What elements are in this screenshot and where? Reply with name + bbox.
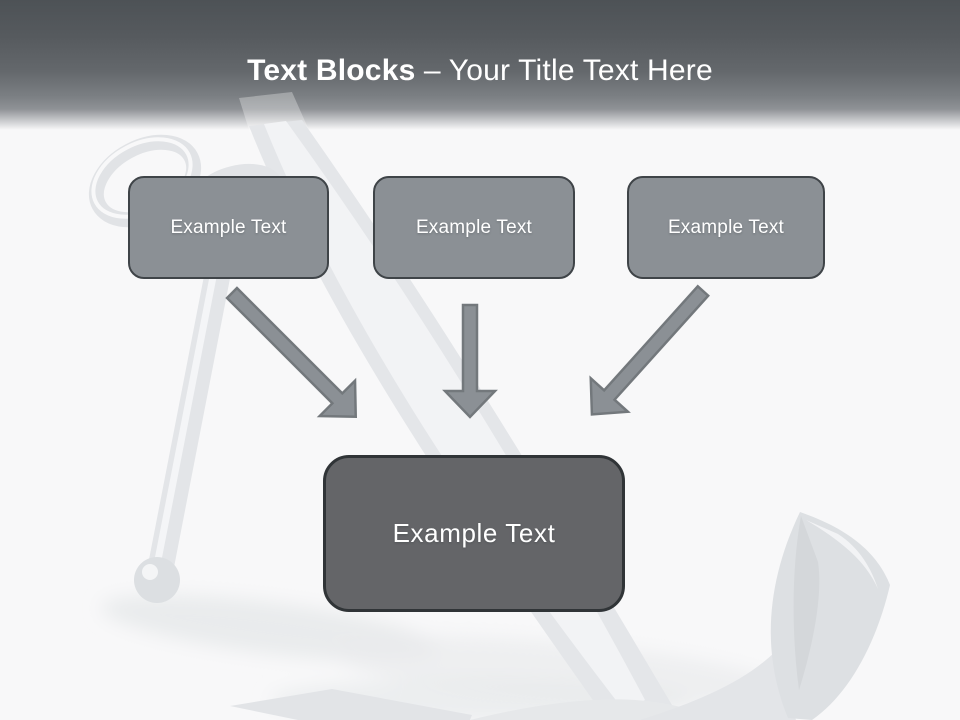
- text-block-1[interactable]: Example Text: [128, 176, 329, 279]
- title-bar: Text Blocks– Your Title Text Here: [0, 0, 960, 130]
- text-block-2[interactable]: Example Text: [373, 176, 575, 279]
- text-block-3[interactable]: Example Text: [627, 176, 825, 279]
- summary-block[interactable]: Example Text: [323, 455, 625, 612]
- summary-block-label: Example Text: [392, 518, 556, 548]
- arrow-down-left-icon: [589, 284, 710, 416]
- text-block-3-label: Example Text: [667, 216, 785, 238]
- arrow-down-icon: [442, 303, 498, 419]
- slide-title-topic: Text Blocks: [247, 54, 416, 87]
- slide-title-text: – Your Title Text Here: [423, 54, 713, 87]
- slide-title: Text Blocks– Your Title Text Here: [0, 54, 960, 87]
- text-block-1-label: Example Text: [170, 216, 287, 238]
- text-block-2-label: Example Text: [415, 216, 533, 238]
- arrow-down-right-icon: [225, 286, 358, 419]
